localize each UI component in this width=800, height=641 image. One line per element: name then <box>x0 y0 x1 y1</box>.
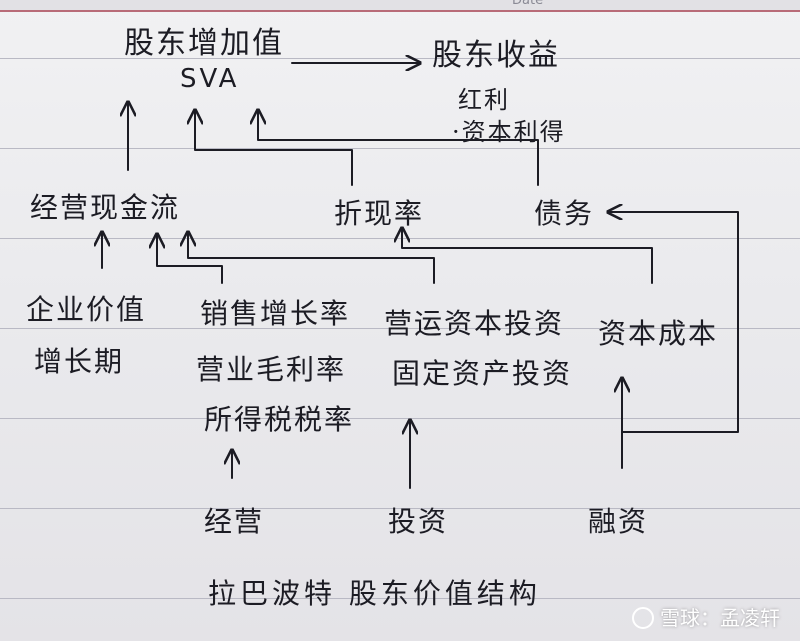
dividend-label: 红利 <box>458 86 510 114</box>
investment-label: 投资 <box>388 505 449 538</box>
header-rule <box>0 10 800 12</box>
sva-chinese-label: 股东增加值 <box>124 26 284 61</box>
gross-margin-label: 营业毛利率 <box>196 353 347 386</box>
financing-label: 融资 <box>588 505 649 538</box>
working-capital-label: 营运资本投资 <box>384 307 565 340</box>
arrow-debt-to-sva <box>258 110 539 186</box>
debt-label: 债务 <box>534 197 595 230</box>
watermark-text: 雪球：孟凌轩 <box>660 606 780 630</box>
diagram-caption: 拉巴波特 股东价值结构 <box>208 577 541 610</box>
capital-gain-label: ·资本利得 <box>452 118 566 146</box>
sva-english-label: SVA <box>180 64 240 94</box>
discount-rate-label: 折现率 <box>334 197 425 230</box>
income-tax-label: 所得税税率 <box>204 403 355 436</box>
ruled-line <box>0 58 800 59</box>
date-label: Date <box>512 0 544 8</box>
shareholder-return-label: 股东收益 <box>432 38 560 73</box>
arrow-capcost-to-discount <box>402 228 653 284</box>
arrow-financing-to-debt <box>608 212 739 433</box>
watermark: 雪球：孟凌轩 <box>632 602 780 631</box>
ruled-line <box>0 508 800 509</box>
value-growth-label-line1: 企业价值 <box>26 293 147 326</box>
ruled-line <box>0 148 800 149</box>
operations-label: 经营 <box>204 505 265 538</box>
ruled-line <box>0 418 800 419</box>
arrow-discount-to-sva <box>195 110 353 186</box>
arrow-investment-to-ocf <box>188 232 435 284</box>
ruled-line <box>0 328 800 329</box>
arrow-sales-to-ocf <box>157 234 223 284</box>
operating-cash-flow-label: 经营现金流 <box>30 191 181 224</box>
sales-growth-label: 销售增长率 <box>200 297 351 330</box>
cost-of-capital-label: 资本成本 <box>598 317 719 350</box>
snowball-logo-icon <box>632 607 654 629</box>
fixed-assets-label: 固定资产投资 <box>392 357 573 390</box>
value-growth-label-line2: 增长期 <box>34 345 125 378</box>
page-header-band <box>0 0 800 10</box>
ruled-line <box>0 598 800 599</box>
